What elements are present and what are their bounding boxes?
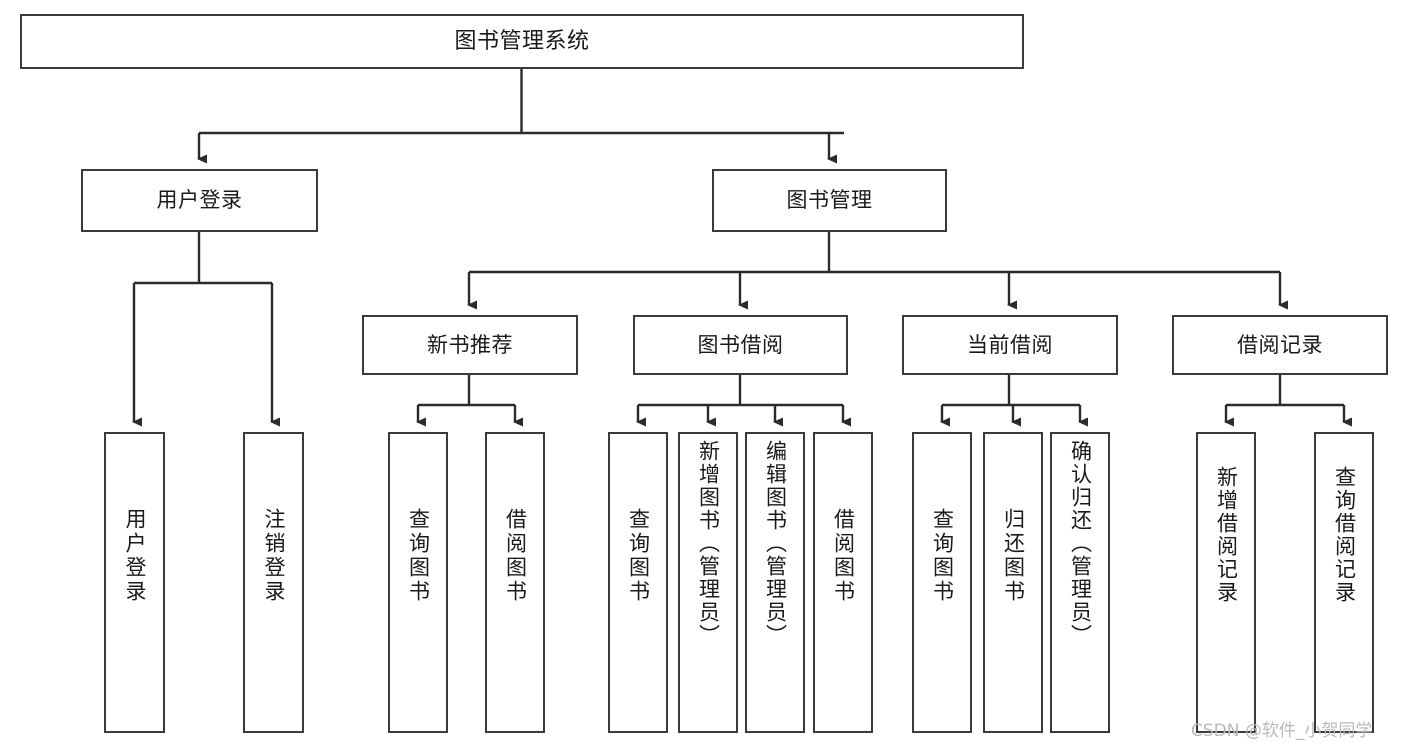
leaf-bb-edit-book-admin[interactable]: 编辑图书（管理员） [745, 432, 805, 733]
node-label: 借阅图书 [503, 508, 528, 604]
node-label: 用户登录 [123, 508, 147, 604]
node-label: 用户登录 [156, 188, 243, 213]
node-new-book-recommend[interactable]: 新书推荐 [362, 315, 578, 375]
node-label: 归还图书 [1001, 508, 1026, 604]
node-book-borrow[interactable]: 图书借阅 [633, 315, 848, 375]
node-label: 借阅图书 [831, 508, 856, 604]
leaf-cb-query-book[interactable]: 查询图书 [912, 432, 972, 733]
node-label: 图书管理 [786, 188, 873, 213]
node-label: 查询图书 [626, 508, 651, 604]
leaf-logout[interactable]: 注销登录 [243, 432, 304, 733]
node-label: 查询借阅记录 [1332, 466, 1357, 604]
node-label: 新增图书（管理员） [696, 440, 721, 647]
node-borrow-record[interactable]: 借阅记录 [1172, 315, 1388, 375]
leaf-cb-confirm-return-admin[interactable]: 确认归还（管理员） [1050, 432, 1110, 733]
node-label: 图书管理系统 [454, 28, 590, 54]
node-label: 新书推荐 [427, 332, 513, 357]
node-label: 注销登录 [262, 508, 286, 604]
node-label: 编辑图书（管理员） [763, 440, 788, 647]
node-book-management[interactable]: 图书管理 [712, 169, 947, 232]
leaf-cb-return-book[interactable]: 归还图书 [983, 432, 1043, 733]
leaf-bb-query-book[interactable]: 查询图书 [608, 432, 668, 733]
node-label: 新增借阅记录 [1214, 466, 1239, 604]
node-root-library-system[interactable]: 图书管理系统 [20, 14, 1024, 69]
node-label: 当前借阅 [967, 332, 1053, 357]
node-current-borrow[interactable]: 当前借阅 [902, 315, 1118, 375]
leaf-bb-add-book-admin[interactable]: 新增图书（管理员） [678, 432, 738, 733]
leaf-br-query-record[interactable]: 查询借阅记录 [1314, 432, 1374, 733]
leaf-bb-borrow-book[interactable]: 借阅图书 [813, 432, 873, 733]
node-label: 查询图书 [930, 508, 955, 604]
node-label: 借阅记录 [1237, 332, 1323, 357]
leaf-user-login[interactable]: 用户登录 [104, 432, 165, 733]
leaf-nb-borrow-book[interactable]: 借阅图书 [485, 432, 545, 733]
leaf-br-add-record[interactable]: 新增借阅记录 [1196, 432, 1256, 733]
leaf-nb-query-book[interactable]: 查询图书 [388, 432, 448, 733]
node-label: 确认归还（管理员） [1068, 440, 1093, 647]
csdn-watermark: CSDN @软件_小贺同学 [1191, 721, 1373, 741]
node-user-login[interactable]: 用户登录 [81, 169, 318, 232]
node-label: 查询图书 [406, 508, 431, 604]
node-label: 图书借阅 [697, 332, 784, 357]
